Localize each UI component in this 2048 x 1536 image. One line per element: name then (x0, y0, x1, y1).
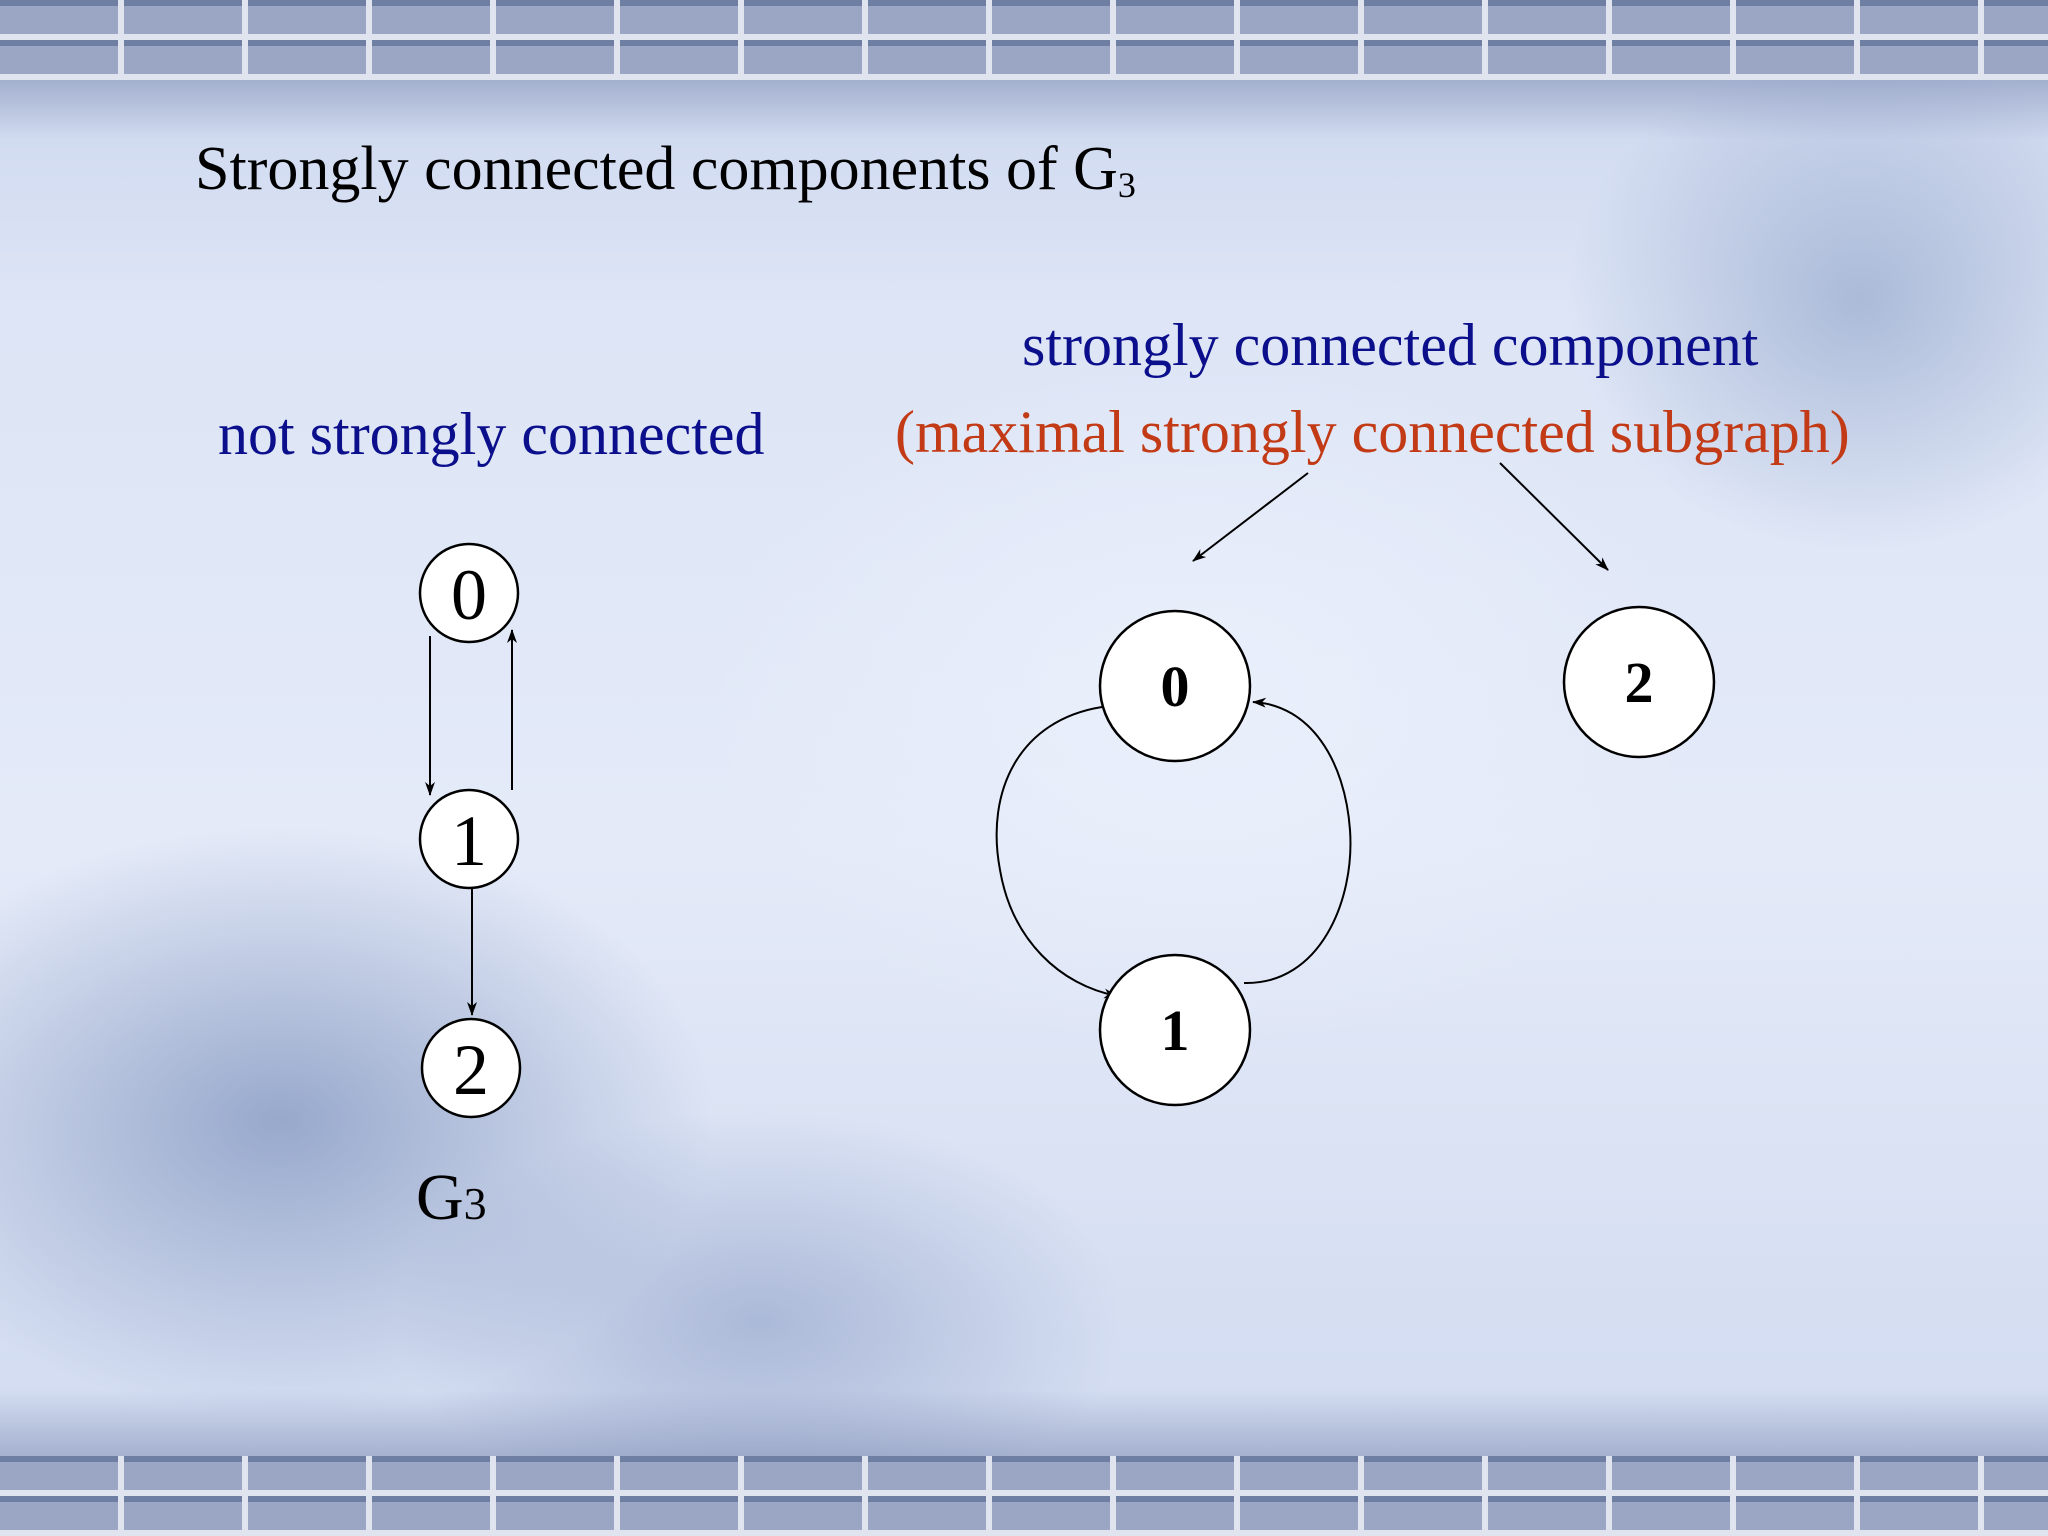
edge-component-0-to-1 (995, 706, 1118, 999)
border-shadow-top (0, 80, 2048, 140)
brick-border-top (0, 0, 2048, 80)
g3-node-1: 1 (418, 788, 520, 890)
pointer-arrow-right (1499, 462, 1609, 571)
pointer-arrow-left (1192, 472, 1309, 562)
component-node-1: 1 (1098, 953, 1252, 1107)
component-node-1-label: 1 (1161, 998, 1190, 1063)
graph-caption-subscript: 3 (463, 1178, 487, 1229)
border-shadow-bottom (0, 1390, 2048, 1456)
g3-node-0-label: 0 (451, 555, 487, 635)
strongly-connected-component-label: strongly connected component (1022, 312, 1759, 378)
slide-title: Strongly connected components of G3 (195, 138, 1136, 203)
g3-node-2: 2 (420, 1017, 522, 1119)
component-node-2: 2 (1562, 605, 1716, 759)
edge-component-1-to-0 (1243, 697, 1352, 985)
component-node-0: 0 (1098, 609, 1252, 763)
brick-border-bottom (0, 1456, 2048, 1536)
component-node-2-label: 2 (1625, 650, 1654, 715)
not-strongly-connected-label: not strongly connected (218, 401, 765, 467)
g3-node-2-label: 2 (453, 1030, 489, 1110)
maximal-subgraph-label: (maximal strongly connected subgraph) (895, 399, 1850, 465)
graph-caption: G3 (416, 1165, 487, 1231)
g3-node-0: 0 (418, 542, 520, 644)
slide-title-text: Strongly connected components of G (195, 135, 1118, 203)
component-node-0-label: 0 (1161, 654, 1190, 719)
g3-node-1-label: 1 (451, 801, 487, 881)
slide-title-subscript: 3 (1117, 165, 1136, 205)
graph-caption-text: G (416, 1161, 464, 1234)
